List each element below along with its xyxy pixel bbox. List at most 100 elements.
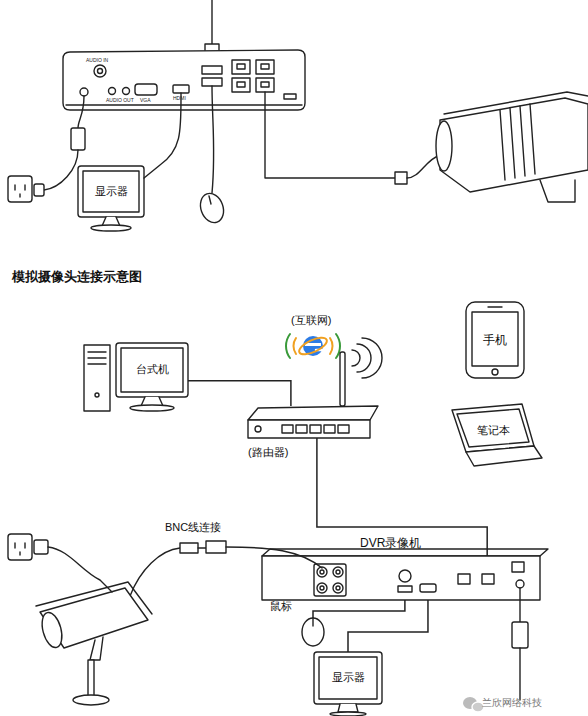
bullet-camera — [73, 695, 109, 705]
power-adapter — [78, 96, 84, 128]
wifi-signal — [362, 338, 382, 378]
nvr-recorder — [123, 88, 130, 95]
monitor — [338, 704, 358, 712]
bullet-camera — [436, 121, 452, 171]
illustration-group — [8, 0, 588, 716]
network-cable — [265, 92, 440, 184]
dvr-recorder — [314, 564, 346, 596]
mouse — [302, 618, 324, 646]
power-adapter — [34, 184, 44, 196]
network-cable — [407, 155, 440, 178]
nvr-recorder — [80, 88, 88, 96]
wifi-signal — [352, 350, 360, 366]
bullet-camera — [90, 637, 103, 660]
bnc-cable — [226, 547, 322, 568]
monitor-screen: 显示器 — [314, 652, 382, 704]
dvr-recorder — [482, 574, 494, 584]
internet-cloud: (互联网) — [288, 314, 338, 358]
nvr-recorder — [256, 60, 274, 74]
monitor — [91, 225, 131, 231]
wifi-signal — [330, 338, 333, 354]
power-adapter — [34, 540, 48, 554]
smartphone — [488, 306, 502, 307]
nvr-recorder — [109, 88, 116, 95]
dvr-recorder — [333, 567, 343, 577]
router: (路由器) — [248, 406, 378, 438]
wall-outlet — [15, 543, 25, 555]
section-title: 模拟摄像头连接示意图 — [12, 268, 142, 286]
wifi-signal — [357, 344, 371, 372]
router — [310, 425, 321, 433]
desktop-tower — [95, 393, 99, 397]
mouse — [197, 86, 228, 226]
port-label: AUDIO IN — [86, 58, 108, 64]
dvr-recorder — [262, 556, 540, 600]
dvr-recorder — [458, 574, 470, 584]
monitor — [130, 405, 174, 411]
desktop-tower — [84, 345, 110, 411]
desktop-tower — [88, 352, 106, 364]
cable-connector — [313, 600, 405, 618]
nvr-recorder — [232, 78, 250, 92]
power-adapter — [48, 547, 112, 592]
power-adapter — [512, 588, 528, 700]
monitor — [121, 348, 183, 392]
bullet-camera — [500, 104, 535, 180]
cable-connector — [317, 438, 487, 556]
wall-outlet — [8, 176, 32, 202]
monitor-screen: 显示器 — [78, 166, 144, 217]
mouse — [302, 618, 324, 646]
nvr-recorder — [261, 64, 269, 69]
nvr-recorder — [261, 82, 269, 87]
router — [340, 352, 345, 406]
nvr-recorder — [135, 84, 157, 95]
nvr-recorder — [237, 64, 245, 69]
dvr-recorder — [516, 580, 524, 588]
wall-outlet — [15, 185, 25, 197]
desktop-tower — [84, 345, 110, 411]
smartphone — [472, 312, 518, 366]
router — [248, 406, 378, 420]
monitor — [314, 652, 382, 704]
port-label: VGA — [140, 98, 151, 104]
cable-label: BNC线连接 — [165, 521, 221, 533]
bullet-camera — [444, 92, 588, 114]
router — [255, 426, 261, 432]
dvr-recorder — [399, 570, 411, 582]
mouse — [209, 196, 211, 204]
nvr-recorder — [284, 94, 296, 99]
internet-icon — [305, 343, 321, 346]
dvr-recorder — [262, 549, 548, 600]
monitor — [78, 166, 144, 231]
power-adapter — [71, 128, 85, 150]
dvr-recorder — [333, 583, 343, 593]
watermark: 兰欣网络科技 — [482, 697, 542, 708]
bullet-camera — [36, 582, 152, 614]
laptop — [452, 404, 542, 466]
bnc-cable — [206, 541, 226, 553]
wifi-signal — [352, 338, 382, 378]
dvr-recorder — [320, 586, 324, 590]
bnc-cable — [130, 548, 180, 596]
network-cable — [265, 92, 395, 178]
wechat-icon — [463, 697, 484, 712]
node-label: 手机 — [483, 333, 507, 347]
dvr-recorder — [320, 570, 324, 574]
node-label: 台式机 — [136, 363, 169, 376]
router — [296, 425, 307, 433]
bnc-cable — [198, 547, 206, 548]
mouse — [197, 190, 228, 226]
laptop — [466, 446, 542, 466]
dvr-recorder — [317, 583, 327, 593]
nvr-recorder — [202, 66, 222, 74]
dvr-recorder — [420, 584, 436, 592]
monitor — [83, 171, 139, 212]
monitor — [116, 343, 188, 411]
dvr-recorder — [398, 586, 412, 592]
bullet-camera — [440, 98, 588, 192]
port-label: AUDIO OUT — [106, 98, 134, 104]
node-label: 鼠标 — [270, 600, 292, 613]
monitor — [78, 166, 144, 217]
